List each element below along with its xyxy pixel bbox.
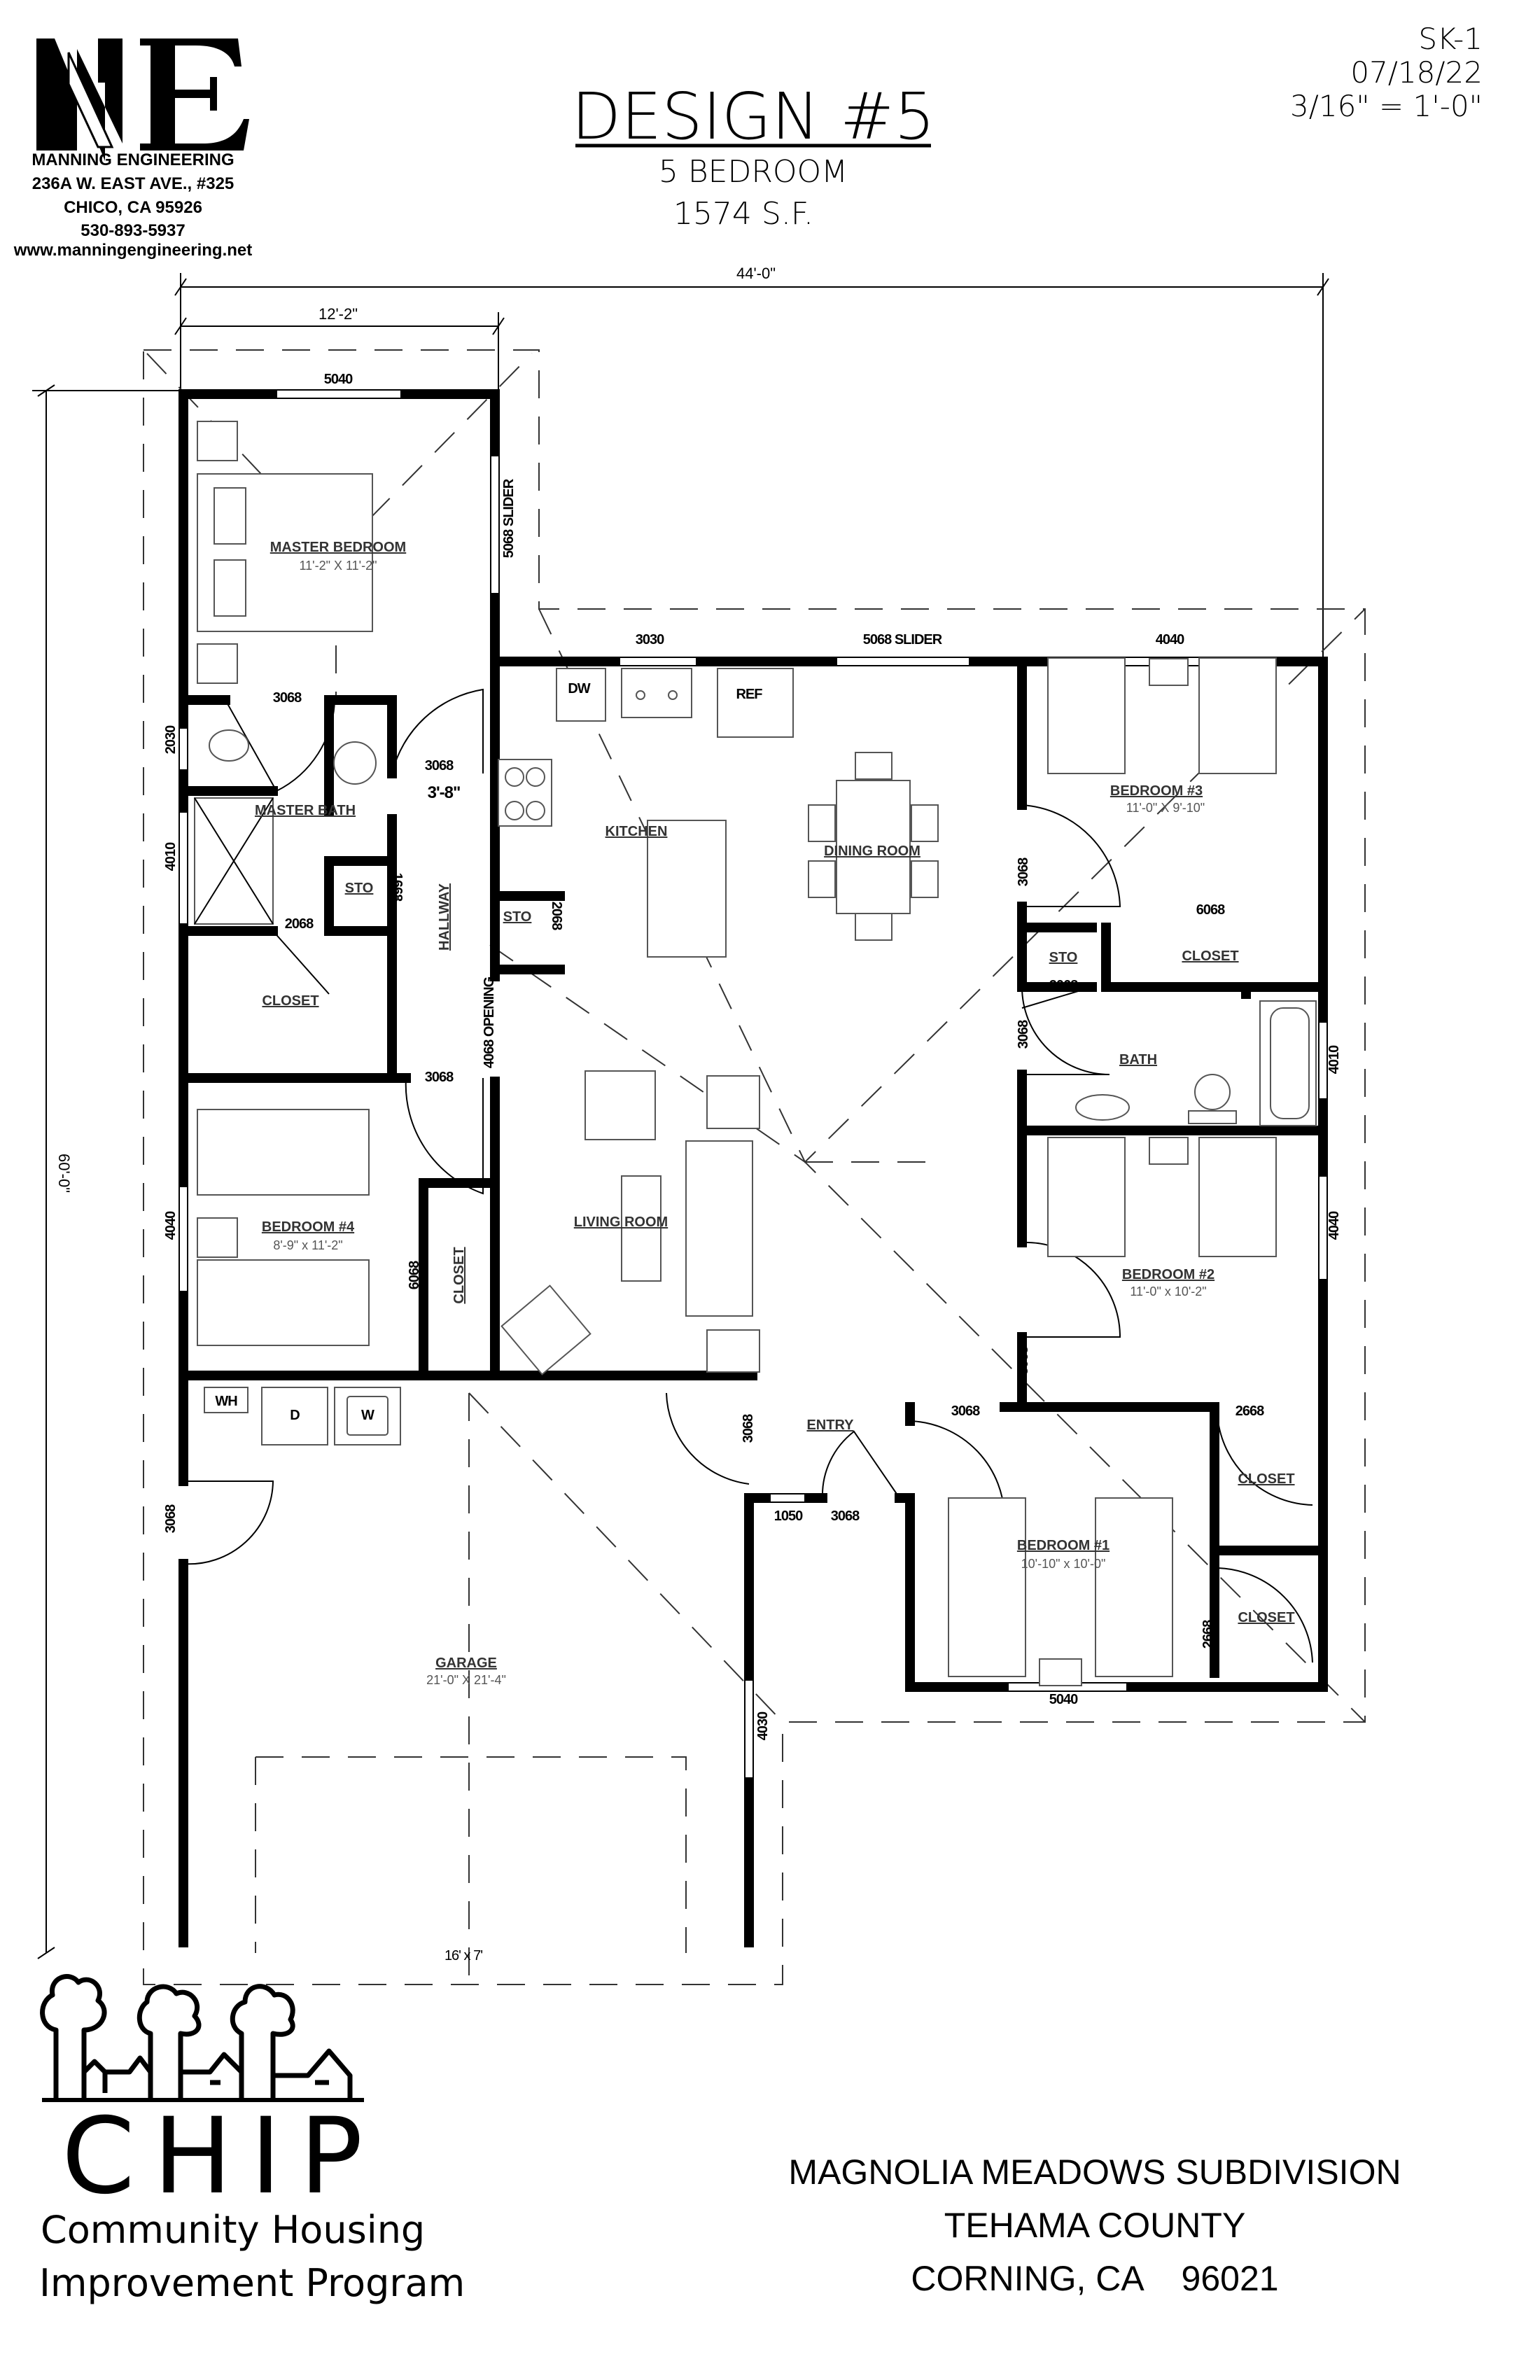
project-county: TEHAMA COUNTY bbox=[944, 2206, 1246, 2245]
room-label-bedroom4-closet: CLOSET bbox=[451, 1247, 467, 1303]
opening-dining-slider: 5068 SLIDER bbox=[863, 632, 943, 648]
manning-engineering-logo bbox=[36, 38, 249, 161]
opening-br3-window: 4040 bbox=[1156, 632, 1184, 648]
room-label-master-sto: STO bbox=[345, 881, 374, 896]
furniture bbox=[194, 421, 1317, 1686]
room-label-dining: DINING ROOM bbox=[824, 844, 920, 859]
room-label-hall-sto: STO bbox=[1049, 950, 1078, 965]
firm-city: CHICO, CA 95926 bbox=[64, 198, 202, 217]
windows bbox=[178, 389, 1328, 1779]
room-size-bedroom4: 8'-9" x 11'-2" bbox=[273, 1238, 342, 1252]
opening-kitchen-window: 3030 bbox=[636, 632, 664, 648]
dimension-label: 60'-0" bbox=[55, 1154, 73, 1193]
opening-mb-window: 5040 bbox=[324, 372, 353, 387]
firm-phone: 530-893-5937 bbox=[80, 221, 185, 240]
door-swings bbox=[183, 688, 1313, 1663]
fixture-dryer: D bbox=[290, 1408, 300, 1423]
opening-kitchen-sto-door: 2068 bbox=[549, 902, 564, 930]
roof-hip-lines bbox=[146, 353, 1366, 1984]
project-subdivision: MAGNOLIA MEADOWS SUBDIVISION bbox=[788, 2152, 1401, 2192]
room-size-bedroom3: 11'-0" X 9'-10" bbox=[1126, 801, 1205, 815]
opening-mb-closet-door: 2068 bbox=[285, 916, 314, 932]
room-label-bedroom1: BEDROOM #1 bbox=[1017, 1538, 1110, 1553]
opening-hall-door-mb: 3068 bbox=[425, 758, 454, 774]
room-label-bedroom3: BEDROOM #3 bbox=[1110, 783, 1203, 799]
dimension-wing-width: 12'-2" bbox=[174, 305, 505, 392]
room-label-garage: GARAGE bbox=[435, 1656, 497, 1671]
sheet-scale: 3/16" = 1'-0" bbox=[1290, 89, 1483, 123]
room-label-master-bath: MASTER BATH bbox=[255, 803, 356, 818]
sheet-date: 07/18/22 bbox=[1350, 55, 1483, 90]
room-size-bedroom2: 11'-0" x 10'-2" bbox=[1130, 1284, 1206, 1298]
opening-br1-door: 3068 bbox=[951, 1404, 980, 1419]
room-label-hallway: HALLWAY bbox=[437, 883, 452, 951]
dimension-label: 12'-2" bbox=[318, 305, 358, 323]
opening-garage-window: 4030 bbox=[755, 1712, 771, 1740]
room-label-kitchen: KITCHEN bbox=[606, 824, 668, 839]
program-line1: Community Housing bbox=[41, 2208, 425, 2252]
room-label-bath: BATH bbox=[1119, 1052, 1157, 1068]
firm-address: 236A W. EAST AVE., #325 bbox=[32, 174, 234, 193]
opening-shower-window: 4010 bbox=[163, 842, 178, 871]
fixture-dishwasher: DW bbox=[568, 681, 590, 696]
opening-garage-house-door: 3068 bbox=[741, 1414, 756, 1443]
chip-logo-text: CHIP bbox=[62, 2096, 381, 2218]
room-label-bedroom1-closet-b: CLOSET bbox=[1238, 1610, 1294, 1625]
room-size-bedroom1: 10'-10" x 10'-0" bbox=[1021, 1557, 1106, 1571]
room-label-master-closet: CLOSET bbox=[262, 993, 318, 1009]
dimension-overall-width: 44'-0" bbox=[174, 265, 1329, 658]
opening-br2-window: 4040 bbox=[1326, 1211, 1342, 1240]
opening-br1-window: 5040 bbox=[1049, 1692, 1078, 1707]
interior-walls bbox=[178, 657, 1328, 1678]
room-label-bedroom1-closet-a: CLOSET bbox=[1238, 1471, 1294, 1487]
fixture-water-heater: WH bbox=[215, 1394, 237, 1409]
opening-br2-door: 3068 bbox=[1016, 1346, 1031, 1375]
opening-br4-door: 3068 bbox=[425, 1070, 454, 1085]
opening-4068: 4068 OPENING bbox=[482, 976, 497, 1068]
opening-br4-closet-door: 6068 bbox=[407, 1261, 422, 1289]
room-label-hall-closet: CLOSET bbox=[1182, 948, 1238, 964]
chip-houses-logo bbox=[40, 1974, 364, 2102]
opening-garage-door: 16' x 7' bbox=[444, 1948, 482, 1963]
opening-br1-closet-b-door: 2668 bbox=[1200, 1620, 1216, 1648]
opening-garage-side-door: 3068 bbox=[163, 1504, 178, 1533]
design-title: DESIGN #5 bbox=[571, 79, 934, 154]
fixture-washer: W bbox=[361, 1408, 374, 1423]
hall-width-dimension: 3'-8" bbox=[428, 783, 461, 802]
opening-bath-window: 4010 bbox=[1326, 1045, 1342, 1074]
opening-entry-door: 3068 bbox=[831, 1508, 860, 1524]
room-label-bedroom2: BEDROOM #2 bbox=[1122, 1267, 1214, 1282]
design-area: 1574 S.F. bbox=[673, 196, 813, 232]
room-label-living: LIVING ROOM bbox=[574, 1214, 668, 1230]
project-city: CORNING, CA 96021 bbox=[911, 2259, 1278, 2298]
fixture-refrigerator: REF bbox=[736, 687, 763, 702]
room-size-garage: 21'-0" X 21'-4" bbox=[426, 1673, 506, 1687]
opening-br4-window: 4040 bbox=[163, 1211, 178, 1240]
opening-hall-sto-door: 2068 bbox=[1049, 978, 1078, 993]
design-bedrooms: 5 BEDROOM bbox=[659, 154, 848, 190]
program-line2: Improvement Program bbox=[39, 2261, 465, 2305]
dimension-overall-depth: 60'-0" bbox=[32, 384, 183, 1959]
dimension-label: 44'-0" bbox=[736, 265, 776, 282]
opening-mbath-door: 3068 bbox=[273, 690, 302, 706]
room-label-bedroom4: BEDROOM #4 bbox=[262, 1219, 355, 1235]
sheet-number: SK-1 bbox=[1418, 22, 1483, 56]
room-label-kitchen-sto: STO bbox=[503, 909, 532, 925]
opening-br3-closet-door: 6068 bbox=[1196, 902, 1225, 918]
room-size-master-bedroom: 11'-2" X 11'-2" bbox=[299, 559, 377, 573]
opening-entry-window: 1050 bbox=[774, 1508, 803, 1524]
firm-name: MANNING ENGINEERING bbox=[31, 150, 234, 169]
firm-website: www.manningengineering.net bbox=[13, 241, 252, 260]
opening-bath-door: 3068 bbox=[1016, 1020, 1031, 1049]
opening-br1-closet-a-door: 2668 bbox=[1236, 1404, 1264, 1419]
room-label-master-bedroom: MASTER BEDROOM bbox=[270, 540, 406, 555]
opening-mb-slider: 5068 SLIDER bbox=[501, 478, 517, 558]
room-label-entry: ENTRY bbox=[806, 1418, 854, 1433]
opening-mbath-window: 2030 bbox=[163, 725, 178, 754]
opening-br3-door: 3068 bbox=[1016, 858, 1031, 886]
opening-mb-sto-door: 1668 bbox=[389, 873, 405, 902]
